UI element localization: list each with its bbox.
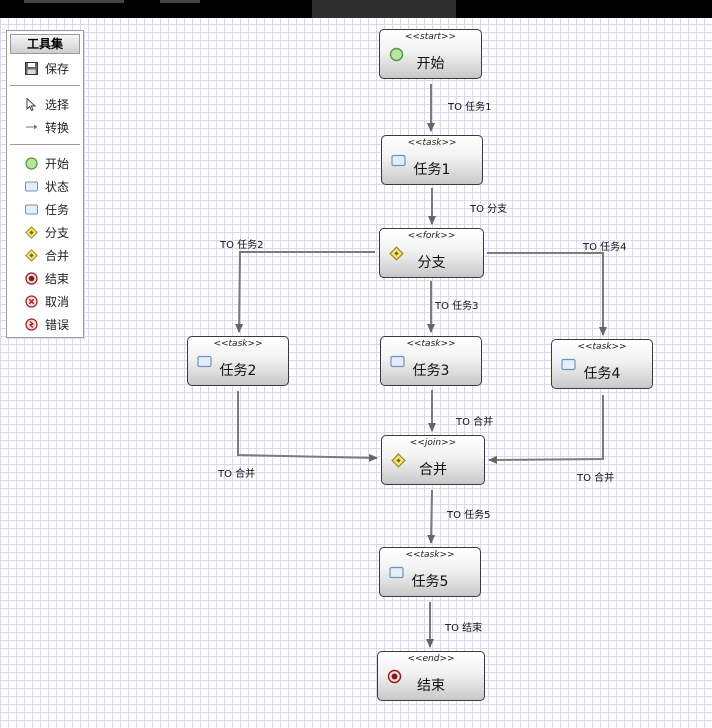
node-task2[interactable]: <<task>> 任务2 (187, 336, 289, 386)
top-bar-tab[interactable] (312, 0, 456, 18)
node-task3[interactable]: <<task>> 任务3 (380, 336, 482, 386)
top-bar-cropped-menu (24, 0, 124, 3)
node-task5[interactable]: <<task>> 任务5 (379, 547, 481, 597)
tool-label: 合并 (45, 249, 70, 263)
task-icon (561, 358, 576, 371)
tool-state[interactable]: 状态 (7, 176, 83, 199)
task-icon (389, 566, 404, 579)
tool-label: 开始 (45, 157, 70, 171)
node-stereotype: <<task>> (577, 342, 627, 352)
error-icon (25, 318, 38, 331)
edge-join-task5[interactable] (427, 489, 436, 544)
edge-label-task4-join: TO 合并 (577, 473, 615, 484)
tool-error[interactable]: 错误 (7, 314, 83, 337)
node-name: 任务1 (413, 162, 451, 178)
toolbox-divider (10, 144, 80, 145)
edge-label-fork-task3: TO 任务3 (435, 301, 479, 312)
edge-task4-join[interactable] (488, 395, 604, 464)
node-name: 结束 (417, 678, 445, 694)
node-name: 开始 (416, 56, 445, 72)
edge-fork-task4[interactable] (487, 252, 607, 336)
arrow-right-icon (26, 124, 38, 130)
state-icon (25, 181, 38, 192)
tool-end[interactable]: 结束 (7, 268, 83, 291)
tool-cancel[interactable]: 取消 (7, 291, 83, 314)
node-stereotype: <<fork>> (407, 231, 456, 241)
top-bar (0, 0, 712, 18)
edge-label-join-task5: TO 任务5 (447, 510, 491, 521)
node-name: 任务2 (219, 363, 257, 379)
save-icon (25, 62, 38, 75)
edge-fork-task2[interactable] (235, 251, 375, 333)
join-icon (391, 453, 406, 468)
tool-label: 保存 (45, 62, 70, 76)
tool-task[interactable]: 任务 (7, 199, 83, 222)
node-name: 任务4 (583, 366, 621, 382)
cancel-icon (25, 295, 38, 308)
node-stereotype: <<task>> (213, 339, 263, 349)
node-stereotype: <<task>> (407, 138, 457, 148)
top-bar-cropped-icon (160, 0, 200, 3)
node-stereotype: <<join>> (409, 438, 457, 448)
tool-fork[interactable]: 分支 (7, 222, 83, 245)
node-name: 任务3 (412, 363, 450, 379)
tool-label: 分支 (45, 226, 70, 240)
task-icon (390, 355, 405, 368)
node-start[interactable]: <<start>> 开始 (379, 29, 482, 79)
tool-start[interactable]: 开始 (7, 153, 83, 176)
node-stereotype: <<end>> (407, 654, 455, 664)
end-icon (387, 669, 402, 684)
edge-label-task5-end: TO 结束 (445, 623, 483, 634)
edge-task2-join[interactable] (237, 391, 378, 462)
toolbox-panel: 工具集 保存 选择 转换 开始 状态 任务 分支 合并 结束 取消 (6, 30, 84, 338)
edge-label-fork-task2: TO 任务2 (220, 240, 264, 251)
node-fork[interactable]: <<fork>> 分支 (379, 228, 484, 278)
tool-save[interactable]: 保存 (7, 58, 83, 81)
node-name: 任务5 (411, 574, 449, 590)
tool-label: 选择 (45, 98, 70, 112)
start-icon (389, 47, 404, 62)
tool-label: 结束 (45, 272, 70, 286)
toolbox-divider (10, 85, 80, 86)
task-icon (391, 154, 406, 167)
task-icon (25, 204, 38, 215)
tool-join[interactable]: 合并 (7, 245, 83, 268)
node-stereotype: <<task>> (406, 339, 456, 349)
node-task4[interactable]: <<task>> 任务4 (551, 339, 653, 389)
tool-label: 状态 (45, 180, 70, 194)
tool-transition[interactable]: 转换 (7, 117, 83, 140)
node-join[interactable]: <<join>> 合并 (381, 435, 485, 485)
edge-label-start-task1: TO 任务1 (448, 102, 492, 113)
node-stereotype: <<task>> (405, 550, 455, 560)
edge-label-task2-join: TO 合并 (218, 469, 256, 480)
edge-label-task1-fork: TO 分支 (470, 204, 508, 215)
toolbox-title: 工具集 (10, 34, 80, 54)
node-end[interactable]: <<end>> 结束 (377, 651, 485, 701)
task-icon (197, 355, 212, 368)
start-icon (25, 157, 38, 170)
edge-label-fork-task4: TO 任务4 (583, 242, 627, 253)
tool-label: 转换 (45, 121, 70, 135)
node-stereotype: <<start>> (404, 32, 457, 42)
end-icon (25, 272, 38, 285)
fork-icon (389, 246, 404, 261)
edge-label-task3-join: TO 合并 (456, 417, 494, 428)
join-icon (25, 249, 38, 262)
tool-label: 错误 (45, 318, 70, 332)
node-task1[interactable]: <<task>> 任务1 (381, 135, 483, 185)
tool-select[interactable]: 选择 (7, 94, 83, 117)
fork-icon (25, 226, 38, 239)
node-name: 分支 (417, 255, 446, 271)
node-name: 合并 (419, 462, 447, 478)
tool-label: 任务 (45, 203, 70, 217)
pointer-icon (26, 98, 37, 111)
tool-label: 取消 (45, 295, 70, 309)
